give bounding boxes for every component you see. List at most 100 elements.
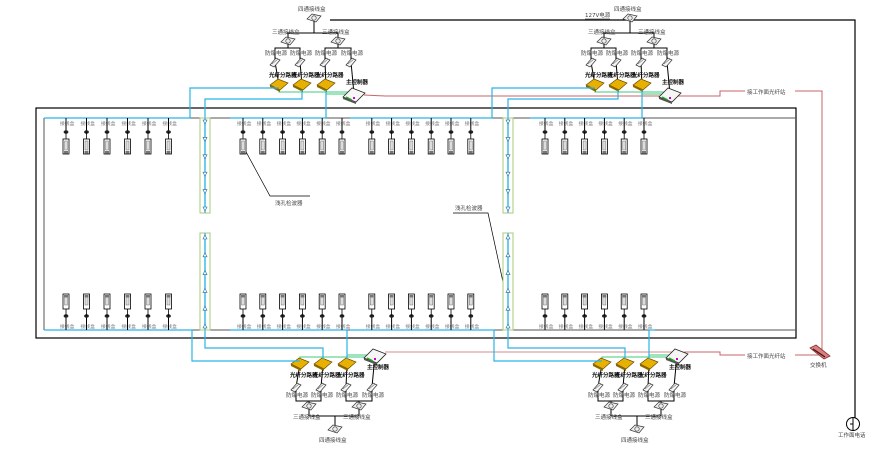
explosion-proof-power-supply[interactable] [294,57,306,68]
sensor-unit[interactable]: 接线盒 [579,118,594,155]
geophone-icon[interactable] [505,305,511,311]
explosion-proof-power-supply[interactable] [610,57,622,68]
sensor-unit[interactable]: 接线盒 [296,118,311,155]
sensor-unit[interactable]: 接线盒 [277,293,292,330]
three-way-junction-box[interactable] [280,36,296,46]
fiber-splitter[interactable] [639,357,659,371]
sensor-unit[interactable]: 接线盒 [366,293,381,330]
fiber-splitter[interactable] [615,357,635,371]
geophone-icon[interactable] [505,323,511,329]
geophone-icon[interactable] [202,119,208,125]
geophone-icon[interactable] [505,287,511,293]
three-way-junction-box[interactable] [653,401,669,411]
fiber-splitter[interactable] [592,357,612,371]
main-controller[interactable] [658,87,682,104]
three-way-junction-box[interactable] [646,36,662,46]
explosion-proof-power-supply[interactable] [345,57,357,68]
fiber-splitter[interactable] [316,78,336,92]
geophone-icon[interactable] [202,269,208,275]
geophone-icon[interactable] [505,189,511,195]
geophone-icon[interactable] [505,206,511,212]
sensor-unit[interactable]: 接线盒 [101,293,116,330]
geophone-icon[interactable] [505,119,511,125]
geophone-icon[interactable] [202,206,208,212]
three-way-junction-box[interactable] [351,401,367,411]
sensor-unit[interactable]: 接线盒 [638,293,653,330]
fiber-splitter[interactable] [337,357,357,371]
sensor-unit[interactable]: 接线盒 [386,118,401,155]
fiber-splitter[interactable] [608,78,628,92]
main-controller[interactable] [363,348,387,365]
sensor-unit[interactable]: 接线盒 [559,118,574,155]
explosion-proof-power-supply[interactable] [642,382,654,393]
sensor-unit[interactable]: 接线盒 [579,293,594,330]
sensor-unit[interactable]: 接线盒 [142,293,157,330]
switch[interactable]: 交换机 [809,344,831,369]
four-way-junction-box[interactable] [306,13,322,23]
sensor-unit[interactable]: 接线盒 [60,118,75,155]
sensor-unit[interactable]: 接线盒 [257,118,272,155]
sensor-unit[interactable]: 接线盒 [445,293,460,330]
sensor-unit[interactable]: 接线盒 [539,293,554,330]
sensor-unit[interactable]: 接线盒 [598,293,613,330]
sensor-unit[interactable]: 接线盒 [425,293,440,330]
sensor-unit[interactable]: 接线盒 [296,293,311,330]
geophone-icon[interactable] [202,189,208,195]
sensor-unit[interactable]: 接线盒 [237,293,252,330]
geophone-icon[interactable] [505,234,511,240]
geophone-icon[interactable] [505,171,511,177]
sensor-unit[interactable]: 接线盒 [277,118,292,155]
geophone-icon[interactable] [202,305,208,311]
main-controller[interactable] [342,87,366,104]
explosion-proof-power-supply[interactable] [269,57,281,68]
sensor-unit[interactable]: 接线盒 [405,118,420,155]
explosion-proof-power-supply[interactable] [319,57,331,68]
explosion-proof-power-supply[interactable] [290,382,302,393]
sensor-unit[interactable]: 接线盒 [386,293,401,330]
three-way-junction-box[interactable] [596,36,612,46]
sensor-unit[interactable]: 接线盒 [445,118,460,155]
sensor-unit[interactable]: 接线盒 [163,118,178,155]
sensor-unit[interactable]: 接线盒 [598,118,613,155]
geophone-icon[interactable] [202,137,208,143]
explosion-proof-power-supply[interactable] [661,57,673,68]
explosion-proof-power-supply[interactable] [592,382,604,393]
geophone-icon[interactable] [202,323,208,329]
sensor-unit[interactable]: 接线盒 [336,293,351,330]
geophone-icon[interactable] [202,252,208,258]
sensor-unit[interactable]: 接线盒 [539,118,554,155]
sensor-unit[interactable]: 接线盒 [366,118,381,155]
explosion-proof-power-supply[interactable] [668,382,680,393]
explosion-proof-power-supply[interactable] [585,57,597,68]
geophone-icon[interactable] [202,171,208,177]
sensor-unit[interactable]: 接线盒 [101,118,116,155]
geophone-icon[interactable] [505,137,511,143]
sensor-unit[interactable]: 接线盒 [316,293,331,330]
main-controller[interactable] [665,348,689,365]
geophone-icon[interactable] [505,252,511,258]
sensor-unit[interactable]: 接线盒 [81,293,96,330]
sensor-unit[interactable]: 接线盒 [465,118,480,155]
fiber-splitter[interactable] [632,78,652,92]
geophone-icon[interactable] [202,234,208,240]
sensor-unit[interactable]: 接线盒 [465,293,480,330]
sensor-unit[interactable]: 接线盒 [336,118,351,155]
sensor-unit[interactable]: 接线盒 [618,118,633,155]
sensor-unit[interactable]: 接线盒 [405,293,420,330]
sensor-unit[interactable]: 接线盒 [425,118,440,155]
sensor-unit[interactable]: 接线盒 [618,293,633,330]
explosion-proof-power-supply[interactable] [617,382,629,393]
sensor-unit[interactable]: 接线盒 [559,293,574,330]
explosion-proof-power-supply[interactable] [340,382,352,393]
sensor-unit[interactable]: 接线盒 [257,293,272,330]
face-phone[interactable]: 工作面电话 [838,417,866,440]
geophone-icon[interactable] [505,154,511,160]
sensor-unit[interactable]: 接线盒 [122,118,137,155]
fiber-splitter[interactable] [585,78,605,92]
explosion-proof-power-supply[interactable] [366,382,378,393]
geophone-icon[interactable] [202,287,208,293]
fiber-splitter[interactable] [313,357,333,371]
three-way-junction-box[interactable] [603,401,619,411]
sensor-unit[interactable]: 接线盒 [142,118,157,155]
sensor-unit[interactable]: 接线盒 [316,118,331,155]
